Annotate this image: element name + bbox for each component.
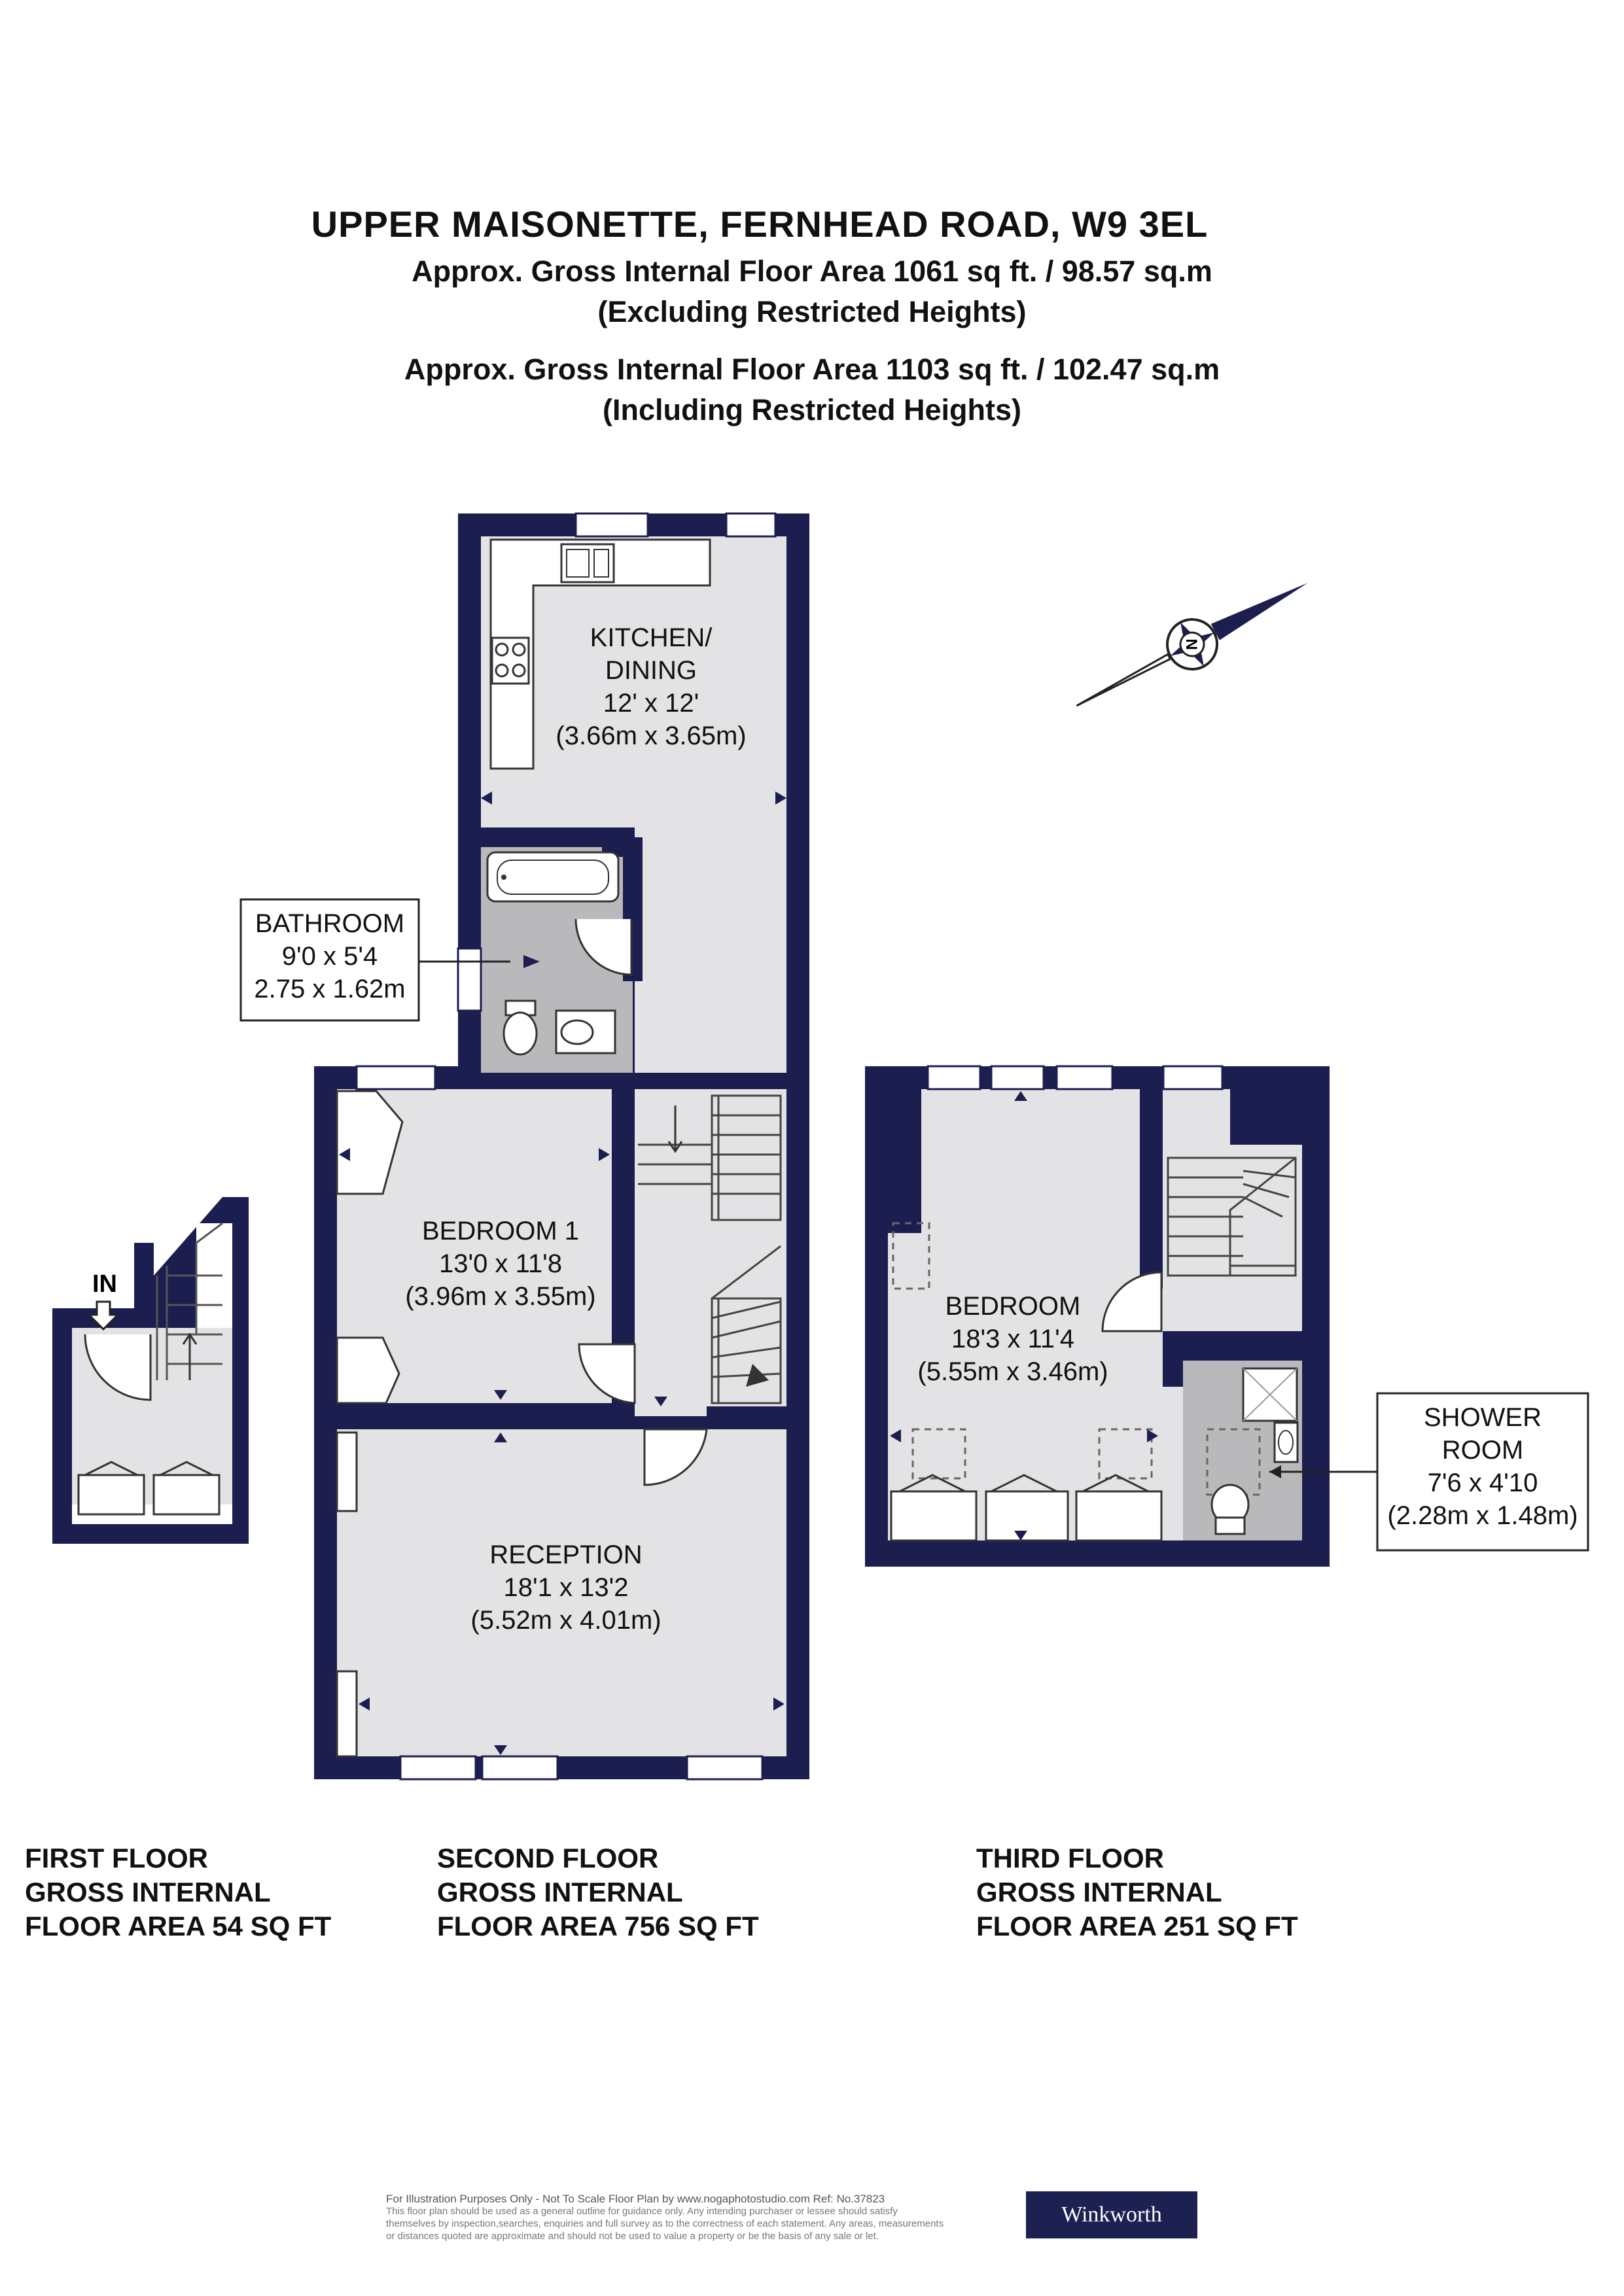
disclaimer-line-4: or distances quoted are approximate and … [386,2231,879,2242]
kitchen-metric: (3.66m x 3.65m) [556,722,746,750]
kitchen-imperial: 12' x 12' [603,689,699,718]
compass-icon: N [1076,583,1308,707]
bedroom1-metric: (3.96m x 3.55m) [405,1282,595,1311]
bathroom-callout: BATHROOM 9'0 x 5'4 2.75 x 1.62m [239,898,510,1022]
reception-metric: (5.52m x 4.01m) [470,1606,661,1635]
second-floor-title: SECOND FLOOR [437,1843,659,1873]
kitchen-name-1: KITCHEN/ [590,623,713,652]
bedroom-imperial: 18'3 x 11'4 [951,1325,1074,1353]
first-floor-plan: IN [52,1197,249,1544]
bathroom-name: BATHROOM [255,909,404,938]
third-floor-gross: GROSS INTERNAL [976,1877,1222,1907]
shower-name-1: SHOWER [1424,1403,1542,1432]
third-floor-area: FLOOR AREA 251 SQ FT [976,1911,1298,1941]
second-floor-label: SECOND FLOOR GROSS INTERNAL FLOOR AREA 7… [437,1841,759,1943]
entrance-label: IN [92,1270,117,1298]
bedroom1-name: BEDROOM 1 [422,1217,579,1245]
second-floor-plan: KITCHEN/ DINING 12' x 12' (3.66m x 3.65m… [314,512,809,1781]
third-floor-label: THIRD FLOOR GROSS INTERNAL FLOOR AREA 25… [976,1841,1298,1943]
disclaimer-line-3: themselves by inspection,searches, enqui… [386,2218,944,2229]
first-floor-title: FIRST FLOOR [25,1843,208,1873]
plan-header: UPPER MAISONETTE, FERNHEAD ROAD, W9 3EL … [0,203,1624,427]
compass-north-label: N [1182,638,1200,650]
bedroom-metric: (5.55m x 3.46m) [917,1357,1108,1386]
including-note: (Including Restricted Heights) [602,393,1022,426]
third-floor-plan: BEDROOM 18'3 x 11'4 (5.55m x 3.46m) [865,1065,1330,1567]
shower-metric: (2.28m x 1.48m) [1387,1501,1578,1530]
property-title: UPPER MAISONETTE, FERNHEAD ROAD, W9 3EL [311,203,1209,245]
bedroom1-imperial: 13'0 x 11'8 [439,1249,562,1278]
first-floor-label: FIRST FLOOR GROSS INTERNAL FLOOR AREA 54… [25,1841,331,1943]
first-floor-gross: GROSS INTERNAL [25,1877,271,1907]
agent-logo: Winkworth [1026,2191,1197,2238]
bedroom-name: BEDROOM [945,1292,1081,1321]
disclaimer-line-2: This floor plan should be used as a gene… [386,2206,898,2217]
third-floor-title: THIRD FLOOR [976,1843,1164,1873]
agent-logo-text: Winkworth [1061,2202,1162,2227]
kitchen-name-2: DINING [605,656,697,685]
excluding-note: (Excluding Restricted Heights) [597,295,1027,328]
shower-name-2: ROOM [1442,1436,1523,1465]
first-floor-area: FLOOR AREA 54 SQ FT [25,1911,332,1941]
disclaimer: For Illustration Purposes Only - Not To … [386,2193,988,2242]
bathroom-metric: 2.75 x 1.62m [254,975,405,1003]
area-including: Approx. Gross Internal Floor Area 1103 s… [404,353,1220,386]
second-floor-gross: GROSS INTERNAL [437,1877,683,1907]
reception-imperial: 18'1 x 13'2 [504,1573,629,1602]
bathroom-imperial: 9'0 x 5'4 [282,942,378,971]
reception-name: RECEPTION [489,1540,642,1569]
disclaimer-line-1: For Illustration Purposes Only - Not To … [386,2193,885,2205]
shower-imperial: 7'6 x 4'10 [1428,1469,1538,1497]
area-excluding: Approx. Gross Internal Floor Area 1061 s… [412,254,1212,288]
second-floor-area: FLOOR AREA 756 SQ FT [437,1911,759,1941]
shower-room-callout: SHOWER ROOM 7'6 x 4'10 (2.28m x 1.48m) [1269,1392,1589,1552]
